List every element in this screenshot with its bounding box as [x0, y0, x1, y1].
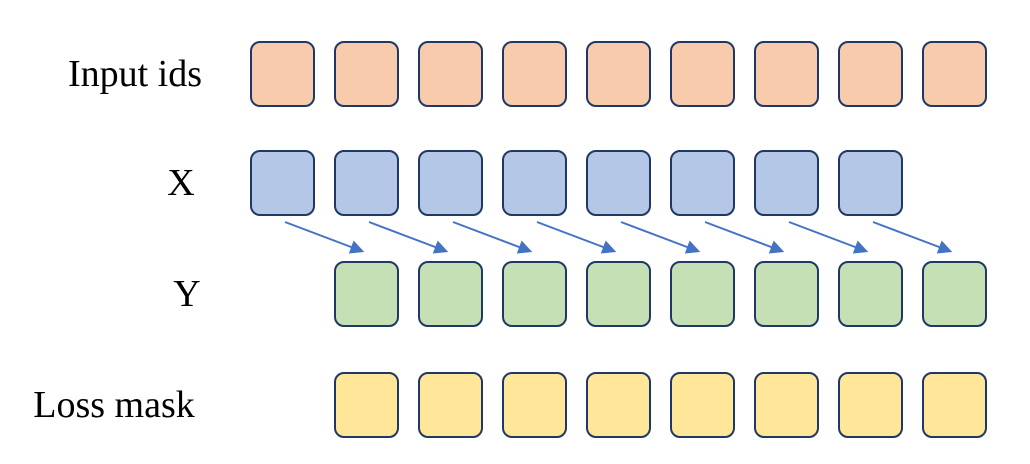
row-label-y: Y: [173, 273, 201, 315]
y-box: [922, 261, 987, 327]
loss-mask-box: [586, 372, 651, 438]
y-box: [334, 261, 399, 327]
row-label-x: X: [167, 162, 195, 204]
input-ids-box: [502, 41, 567, 107]
shift-arrow: [368, 221, 449, 254]
shift-arrow: [452, 221, 533, 254]
loss-mask-box: [502, 372, 567, 438]
loss-mask-box: [418, 372, 483, 438]
x-box: [754, 150, 819, 216]
y-box: [670, 261, 735, 327]
shift-arrow: [872, 221, 953, 254]
row-label-loss-mask: Loss mask: [33, 384, 195, 426]
x-box: [670, 150, 735, 216]
input-ids-box: [838, 41, 903, 107]
y-box: [586, 261, 651, 327]
input-ids-box: [670, 41, 735, 107]
input-ids-box: [922, 41, 987, 107]
loss-mask-box: [922, 372, 987, 438]
shift-arrow: [620, 221, 701, 254]
input-ids-box: [250, 41, 315, 107]
y-box: [754, 261, 819, 327]
loss-mask-box: [838, 372, 903, 438]
x-box: [250, 150, 315, 216]
loss-mask-box: [334, 372, 399, 438]
x-box: [838, 150, 903, 216]
input-ids-box: [418, 41, 483, 107]
row-label-input-ids: Input ids: [67, 53, 203, 95]
shift-arrow: [536, 221, 617, 254]
shift-arrow: [788, 221, 869, 254]
input-ids-box: [754, 41, 819, 107]
loss-mask-box: [670, 372, 735, 438]
input-ids-box: [586, 41, 651, 107]
y-box: [502, 261, 567, 327]
loss-mask-box: [754, 372, 819, 438]
shift-arrow: [704, 221, 785, 254]
x-box: [334, 150, 399, 216]
y-box: [838, 261, 903, 327]
input-ids-box: [334, 41, 399, 107]
x-box: [418, 150, 483, 216]
x-box: [502, 150, 567, 216]
y-box: [418, 261, 483, 327]
shift-arrow: [284, 221, 365, 254]
x-box: [586, 150, 651, 216]
